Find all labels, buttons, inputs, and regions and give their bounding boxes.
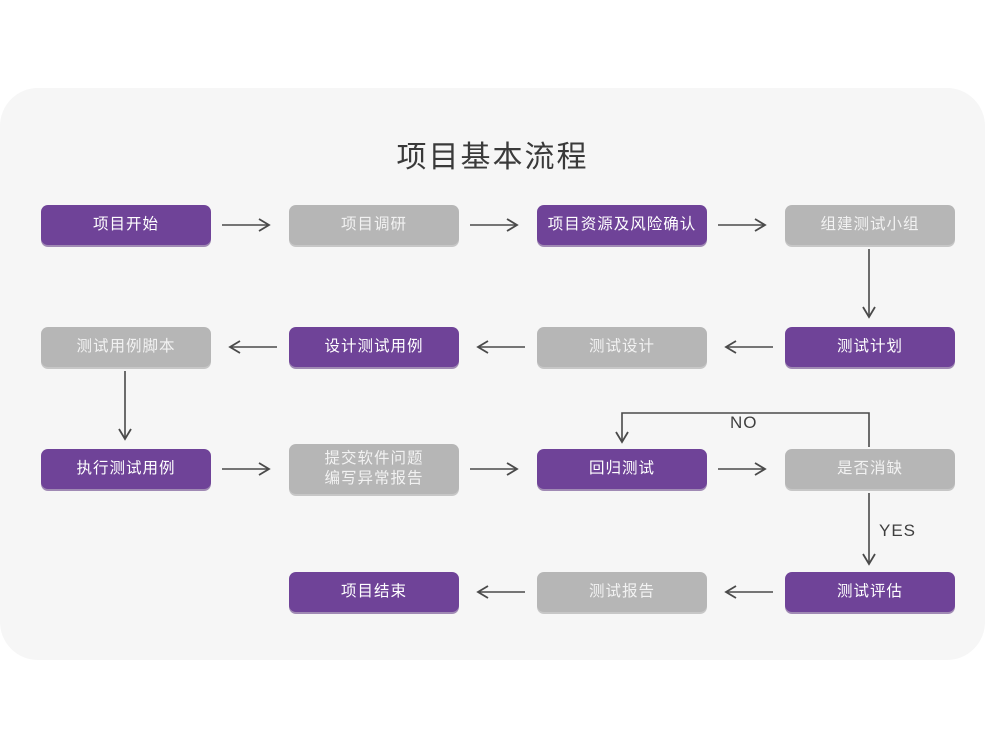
node-test-report[interactable]: 测试报告 (537, 572, 707, 612)
node-project-research[interactable]: 项目调研 (289, 205, 459, 245)
node-test-case-script[interactable]: 测试用例脚本 (41, 327, 211, 367)
node-build-test-team[interactable]: 组建测试小组 (785, 205, 955, 245)
edge-label-yes: YES (879, 521, 917, 540)
node-execute-test-cases[interactable]: 执行测试用例 (41, 449, 211, 489)
node-project-end[interactable]: 项目结束 (289, 572, 459, 612)
node-test-design[interactable]: 测试设计 (537, 327, 707, 367)
node-test-plan[interactable]: 测试计划 (785, 327, 955, 367)
node-project-start[interactable]: 项目开始 (41, 205, 211, 245)
node-regression-test[interactable]: 回归测试 (537, 449, 707, 489)
node-design-test-cases[interactable]: 设计测试用例 (289, 327, 459, 367)
node-resource-risk-confirm[interactable]: 项目资源及风险确认 (537, 205, 707, 245)
diagram-panel (0, 88, 985, 660)
node-defects-cleared[interactable]: 是否消缺 (785, 449, 955, 489)
node-submit-issue-report[interactable]: 提交软件问题 编写异常报告 (289, 444, 459, 494)
edge-label-no: NO (730, 413, 758, 432)
node-test-evaluation[interactable]: 测试评估 (785, 572, 955, 612)
page-title: 项目基本流程 (396, 141, 589, 174)
